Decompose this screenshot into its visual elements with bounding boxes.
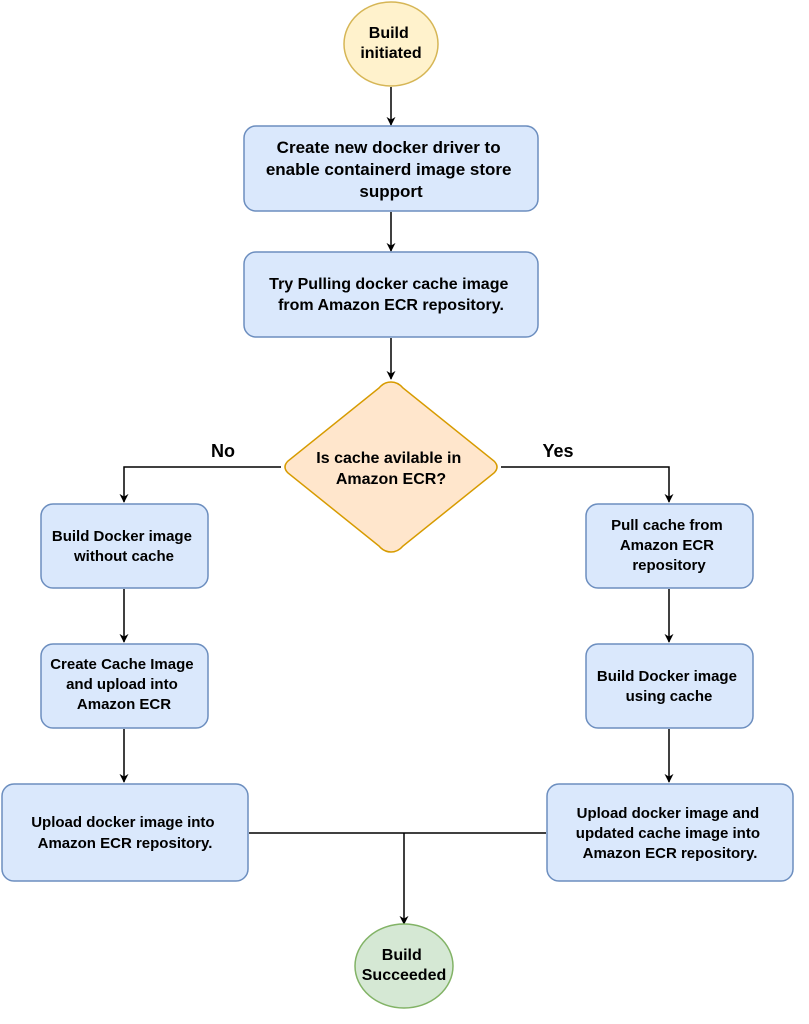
end-node: Build Succeeded [354,923,454,1009]
svg-text:Build Docker image using: Build Docker image using cache [597,668,741,705]
pull-cache-text-line-1: Pull cache from [611,517,723,534]
edges [119,87,674,925]
build-with-cache-node: Build Docker image using cache [585,643,754,729]
upload-right-node: Upload docker image and updated cache im… [546,783,794,882]
build-with-cache-node-shape [585,643,754,729]
create-driver-text-line-2: enable containerd image store [266,160,512,179]
svg-text:Pull cache from Amazon E: Pull cache from Amazon ECR repository [611,517,727,574]
build-no-cache-node-shape [40,503,209,589]
build-with-cache-text-line-2: using cache [626,688,713,705]
svg-text:Upload docker image and: Upload docker image and updated cache im… [576,805,764,862]
create-driver-node-shape [243,125,539,212]
create-cache-text-line-1: Create Cache Image [50,656,193,673]
upload-right-text-line-1: Upload docker image and [577,805,760,822]
create-cache-node-shape [40,643,209,729]
build-no-cache-text-line-1: Build Docker image [52,528,192,545]
edge-decision-yes-branch [501,466,674,503]
end-node-text-line-1: Build [382,947,422,964]
start-node: Build initiated [343,1,439,87]
build-with-cache-text-line-1: Build Docker image [597,668,737,685]
svg-text:Build Docker image witho: Build Docker image without cache [52,528,196,565]
decision-text-line-1: Is cache avilable in [316,450,461,467]
end-node-shape [354,923,454,1009]
pull-cache-text-line-2: Amazon ECR [620,537,714,554]
upload-right-text-line-3: Amazon ECR repository. [583,845,758,862]
try-pull-node: Try Pulling docker cache image from Amaz… [243,251,539,338]
svg-text:Create Cache Image and u: Create Cache Image and upload into Amazo… [50,656,198,713]
upload-left-text-line-2: Amazon ECR repository. [38,835,213,852]
create-driver-text-line-3: support [359,182,423,201]
try-pull-node-shape [243,251,539,338]
upload-left-node-shape [1,783,249,882]
decision-text-line-2: Amazon ECR? [336,471,446,488]
end-node-text-line-2: Succeeded [362,967,446,984]
svg-text:Build initiated: Build initiated [360,25,421,62]
no-branch-label: No [211,441,235,461]
upload-right-text-line-2: updated cache image into [576,825,760,842]
edge-decision-no-branch [119,466,281,503]
create-driver-text-line-1: Create new docker driver to [277,138,501,157]
upload-right-node-shape [546,783,794,882]
start-node-text-line-1: Build [369,25,409,42]
create-cache-text-line-3: Amazon ECR [77,696,171,713]
pull-cache-text-line-3: repository [632,557,706,574]
svg-text:Is cache avilable in Ama: Is cache avilable in Amazon ECR? [316,450,465,488]
svg-text:Try Pulling docker cache image: Try Pulling docker cache image from Amaz… [269,276,513,314]
build-no-cache-node: Build Docker image without cache [40,503,209,589]
start-node-shape [343,1,439,87]
try-pull-text-line-2: from Amazon ECR repository. [278,297,504,314]
yes-branch-label: Yes [542,441,573,461]
create-driver-node: Create new docker driver to enable conta… [243,125,539,212]
pull-cache-node-shape [585,503,754,589]
svg-text:Build Succeeded: Build Succeeded [362,947,446,984]
decision-node: Is cache avilable in Amazon ECR? [284,381,498,553]
decision-node-shape [284,381,498,553]
build-no-cache-text-line-2: without cache [73,548,174,565]
upload-left-text-line-1: Upload docker image into [31,814,214,831]
create-cache-text-line-2: and upload into [66,676,178,693]
svg-text:Upload docker image into: Upload docker image into Amazon ECR repo… [31,814,219,852]
pull-cache-node: Pull cache from Amazon ECR repository [585,503,754,589]
upload-left-node: Upload docker image into Amazon ECR repo… [1,783,249,882]
try-pull-text-line-1: Try Pulling docker cache image [269,276,508,293]
start-node-text-line-2: initiated [360,45,421,62]
svg-text:Create new docker driver to: Create new docker driver to enable conta… [266,138,516,201]
create-cache-node: Create Cache Image and upload into Amazo… [40,643,209,729]
